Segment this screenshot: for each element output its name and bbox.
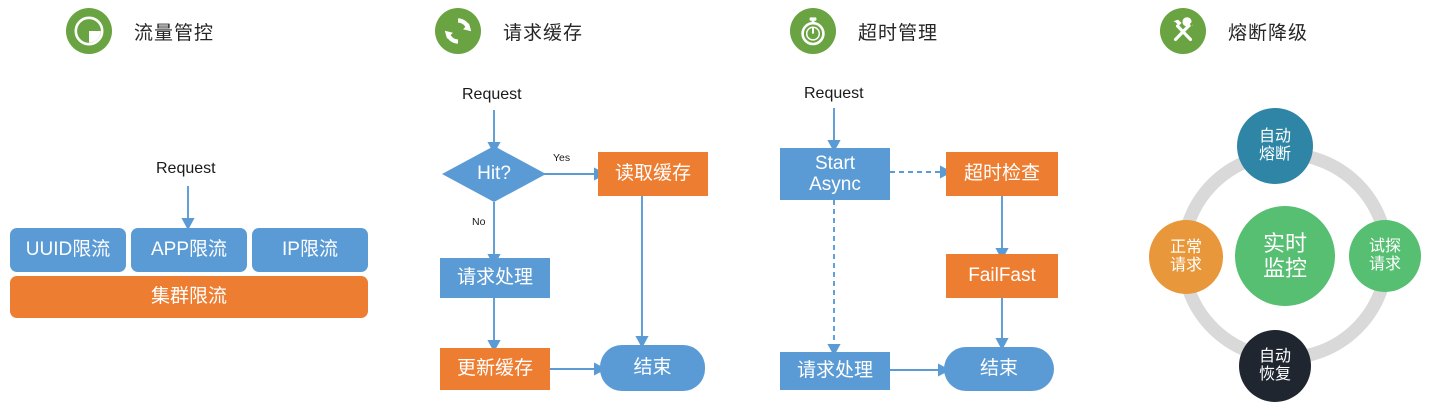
flow-arrows-panel2 — [487, 110, 649, 376]
circle-probe-request[interactable]: 试探 请求 — [1349, 220, 1421, 292]
stopwatch-icon — [790, 8, 836, 54]
panel-traffic-control: 流量管控 Request UUID限流 APP限流 IP限流 集群限流 — [0, 0, 420, 419]
decision-hit-label: Hit? — [477, 163, 511, 184]
circle-normal-request[interactable]: 正常 请求 — [1149, 220, 1223, 294]
circle-auto-break[interactable]: 自动 熔断 — [1237, 108, 1313, 184]
box-timeout-check[interactable]: 超时检查 — [946, 152, 1058, 196]
panel-title: 流量管控 — [134, 22, 215, 44]
decision-hit[interactable]: Hit? — [442, 146, 546, 202]
panel-header-traffic-control: 流量管控 — [66, 8, 214, 54]
edge-label-yes: Yes — [553, 152, 571, 164]
panel-header-circuit-breaker: 熔断降级 — [1160, 8, 1308, 54]
circle-auto-recover[interactable]: 自动 恢复 — [1239, 330, 1311, 402]
box-end[interactable]: 结束 — [944, 347, 1054, 391]
box-ip-limit[interactable]: IP限流 — [252, 228, 368, 272]
panel-header-request-cache: 请求缓存 — [435, 8, 583, 54]
box-cluster-limit[interactable]: 集群限流 — [10, 276, 368, 318]
flow-arrows-panel3 — [827, 108, 1009, 377]
box-app-limit[interactable]: APP限流 — [131, 228, 247, 272]
flow-arrows-panel1 — [181, 186, 195, 231]
edge-label-no: No — [472, 216, 486, 228]
box-handle-request[interactable]: 请求处理 — [440, 258, 550, 298]
panel-request-cache: 请求缓存 Request Yes No — [420, 0, 780, 419]
box-uuid-limit[interactable]: UUID限流 — [10, 228, 126, 272]
box-read-cache[interactable]: 读取缓存 — [598, 152, 708, 196]
panel-header-timeout: 超时管理 — [790, 8, 938, 54]
box-failfast[interactable]: FailFast — [946, 254, 1058, 298]
entry-label-request: Request — [462, 86, 522, 103]
panel-title: 请求缓存 — [503, 22, 584, 44]
panel-timeout-management: 超时管理 Request Start Async 超时检查 FailFast — [780, 0, 1130, 419]
panel-title: 熔断降级 — [1228, 22, 1309, 44]
box-update-cache[interactable]: 更新缓存 — [440, 348, 550, 390]
circle-realtime-monitor[interactable]: 实时 监控 — [1235, 206, 1335, 306]
refresh-sync-icon — [435, 8, 481, 54]
pie-clock-icon — [66, 8, 112, 54]
box-end[interactable]: 结束 — [600, 345, 705, 391]
panel-circuit-breaker: 熔断降级 自动 熔断 试探 请求 自动 恢复 正常 请求 实时 监控 — [1130, 0, 1440, 419]
entry-label-request: Request — [804, 85, 864, 102]
panel-title: 超时管理 — [858, 22, 939, 44]
hammer-wrench-icon — [1160, 8, 1206, 54]
box-start-async[interactable]: Start Async — [780, 148, 890, 200]
box-handle-request[interactable]: 请求处理 — [780, 352, 890, 390]
entry-label-request: Request — [156, 160, 216, 177]
